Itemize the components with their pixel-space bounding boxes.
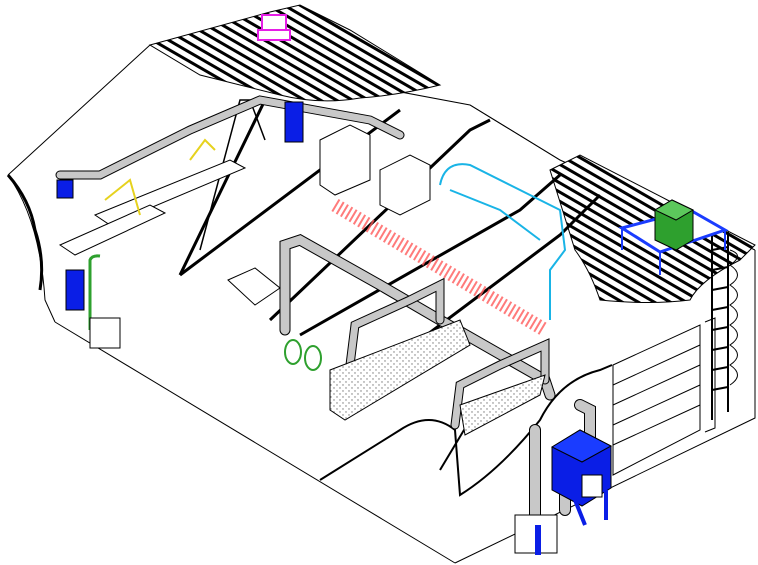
main-dust-collector (514, 429, 613, 555)
cyan-duct (439, 163, 567, 320)
ladder (711, 232, 738, 420)
roof-filter-unit (653, 199, 695, 251)
roof-cutaway-left (148, 4, 442, 102)
heat-zone (331, 198, 549, 337)
workbenches (58, 159, 546, 436)
roof-fan (257, 14, 291, 41)
left-wall-cut (6, 174, 44, 291)
hoppers (284, 339, 322, 371)
floor-front-edge (54, 321, 456, 564)
ceiling-collector (284, 101, 304, 143)
roll-up-door (612, 317, 716, 476)
welding-arms (104, 138, 216, 216)
machines (319, 124, 431, 216)
floor-cut-edge (319, 364, 613, 497)
dust-collector-small (56, 179, 121, 349)
